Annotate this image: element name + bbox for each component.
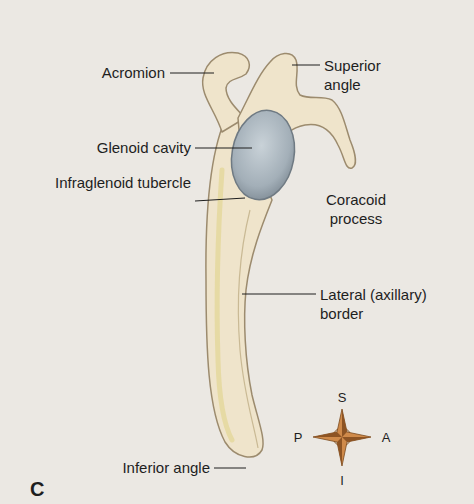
leader-lines xyxy=(170,65,320,468)
leader-line xyxy=(214,468,246,469)
leader-line xyxy=(242,294,316,295)
part-label: Inferior angle xyxy=(55,458,210,477)
glenoid-fossa xyxy=(225,105,302,204)
part-label: Infraglenoid tubercle xyxy=(55,173,191,192)
lateral-border-ridge xyxy=(238,210,258,448)
leader-line xyxy=(292,65,320,66)
compass-star xyxy=(313,409,371,466)
part-label: Lateral (axillary) border xyxy=(320,285,465,323)
direction-letter: S xyxy=(334,389,350,406)
leader-line xyxy=(195,198,245,201)
compass-rose xyxy=(313,409,371,466)
leader-line xyxy=(195,148,252,149)
direction-letter: A xyxy=(378,429,394,446)
part-label: Acromion xyxy=(55,63,165,82)
direction-letter: P xyxy=(290,429,306,446)
compass-star-shade xyxy=(313,409,371,466)
body-ridge xyxy=(217,170,232,440)
part-label: Coracoid process xyxy=(312,190,400,228)
direction-letter: I xyxy=(334,472,350,489)
part-label: Superior angle xyxy=(324,56,402,94)
part-label: Glenoid cavity xyxy=(55,138,191,157)
leader-line xyxy=(170,73,214,74)
panel-letter: C xyxy=(30,477,60,501)
